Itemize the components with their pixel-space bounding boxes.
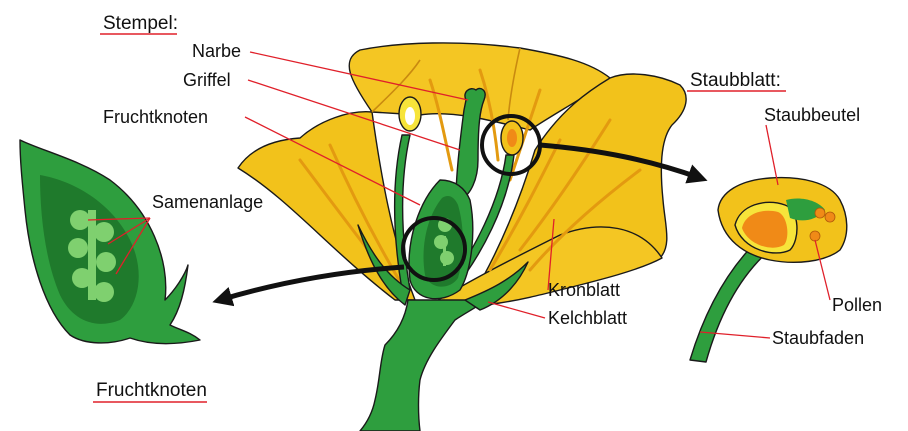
label-pollen: Pollen <box>832 295 882 315</box>
leader-kelchblatt <box>488 302 545 318</box>
heading-stempel: Stempel: <box>103 13 178 34</box>
label-kelchblatt: Kelchblatt <box>548 308 627 328</box>
anther-pollen-right <box>507 129 517 147</box>
label-narbe: Narbe <box>192 41 241 61</box>
ovary-detail <box>20 140 200 344</box>
heading-staubblatt: Staubblatt: <box>690 70 781 91</box>
label-samenanlage: Samenanlage <box>152 192 263 212</box>
leader-staubbeutel <box>766 125 778 185</box>
label-staubfaden: Staubfaden <box>772 328 864 348</box>
label-griffel: Griffel <box>183 70 231 90</box>
central-flower <box>238 43 686 431</box>
heading-fruchtknoten: Fruchtknoten <box>96 380 207 401</box>
flower-stem <box>360 300 484 431</box>
anther-highlight-left <box>405 107 415 125</box>
label-staubbeutel: Staubbeutel <box>764 105 860 125</box>
label-kronblatt: Kronblatt <box>548 280 620 300</box>
label-fruchtknoten: Fruchtknoten <box>103 107 208 127</box>
